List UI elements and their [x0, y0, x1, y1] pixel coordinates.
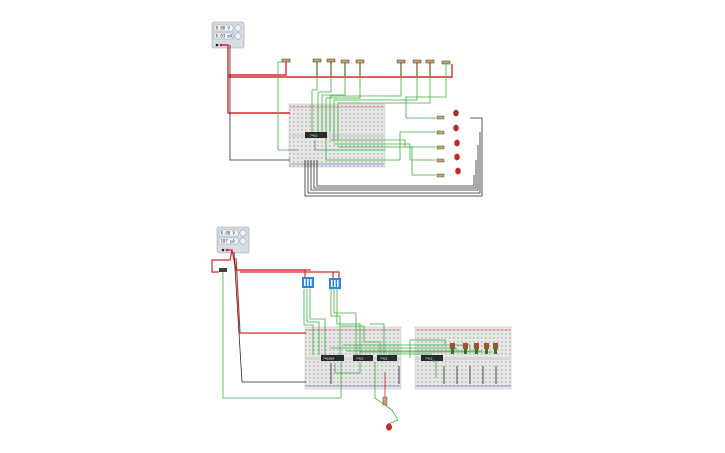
bottom-ic-3-label: 74LS — [380, 356, 387, 360]
led-top-5[interactable] — [436, 167, 461, 178]
resistor-top-6[interactable] — [396, 59, 406, 64]
bottom-psu-voltage-knob[interactable] — [239, 229, 247, 237]
top-psu-current-readout: 8.03 mA — [216, 34, 233, 39]
bottom-ic-2-label: 74LS — [356, 356, 363, 360]
top-ic-label: 74LS — [310, 133, 317, 137]
bottom-ground-wires — [233, 251, 497, 384]
top-signal-wires — [277, 61, 447, 176]
bottom-power-supply[interactable]: 8.00 V 187 µA — [216, 226, 250, 254]
top-psu-voltage-readout: 8.00 V — [216, 26, 231, 31]
bottom-signal-wires — [222, 272, 493, 425]
top-resistors — [281, 58, 451, 65]
top-breadboard[interactable] — [288, 103, 386, 168]
resistor-top-1[interactable] — [281, 58, 291, 63]
bottom-power-wires — [211, 249, 386, 398]
bottom-psu-negative-terminal[interactable] — [221, 248, 225, 252]
led-bottom-4[interactable] — [484, 343, 489, 354]
resistor-top-9[interactable] — [441, 60, 451, 65]
led-top-2[interactable] — [436, 124, 459, 135]
led-top-1[interactable] — [436, 109, 459, 120]
bottom-output-led[interactable] — [386, 423, 392, 431]
bottom-psu-current-readout: 187 µA — [221, 239, 236, 244]
resistor-top-7[interactable] — [412, 59, 422, 64]
top-psu-voltage-knob[interactable] — [234, 24, 242, 32]
bottom-ic-chip-3[interactable]: 74LS — [377, 355, 397, 361]
bottom-leds — [450, 343, 498, 354]
bottom-ic-4-label: 74LS — [425, 356, 432, 360]
bottom-output-resistor[interactable] — [382, 396, 388, 406]
bottom-ic-chip-2[interactable]: 74LS — [353, 355, 373, 361]
dip-switch-1[interactable] — [302, 277, 314, 288]
dip-switch-2[interactable] — [329, 278, 341, 289]
resistor-top-3[interactable] — [326, 58, 336, 63]
top-ground-wires — [229, 45, 483, 197]
top-circuit: 8.00 V 8.03 mA 74LS — [211, 21, 483, 197]
top-ic-chip[interactable]: 74LS — [305, 132, 327, 138]
top-psu-current-knob[interactable] — [234, 32, 242, 40]
top-psu-negative-terminal[interactable] — [215, 43, 219, 47]
bottom-psu-voltage-readout: 8.00 V — [221, 231, 236, 236]
resistor-top-2[interactable] — [312, 58, 322, 63]
bottom-ic-1-label: 74LS08 — [323, 356, 334, 360]
bottom-breadboard-right[interactable] — [414, 326, 512, 390]
top-leds — [436, 109, 461, 178]
bottom-push-button[interactable] — [219, 268, 227, 272]
bottom-ic-chip-4[interactable]: 74LS — [421, 355, 443, 361]
bottom-circuit: 8.00 V 187 µA — [211, 226, 512, 431]
bottom-psu-current-knob[interactable] — [239, 237, 247, 245]
led-bottom-5[interactable] — [493, 343, 498, 354]
led-bottom-1[interactable] — [450, 343, 455, 354]
led-top-4[interactable] — [436, 153, 460, 163]
resistor-top-5[interactable] — [355, 59, 365, 64]
led-top-3[interactable] — [436, 139, 460, 150]
bottom-ic-chip-1[interactable]: 74LS08 — [321, 355, 344, 361]
resistor-top-4[interactable] — [340, 59, 350, 64]
led-bottom-2[interactable] — [463, 343, 468, 354]
resistor-top-8[interactable] — [425, 59, 435, 64]
top-power-supply[interactable]: 8.00 V 8.03 mA — [211, 21, 245, 49]
led-bottom-3[interactable] — [474, 343, 479, 354]
